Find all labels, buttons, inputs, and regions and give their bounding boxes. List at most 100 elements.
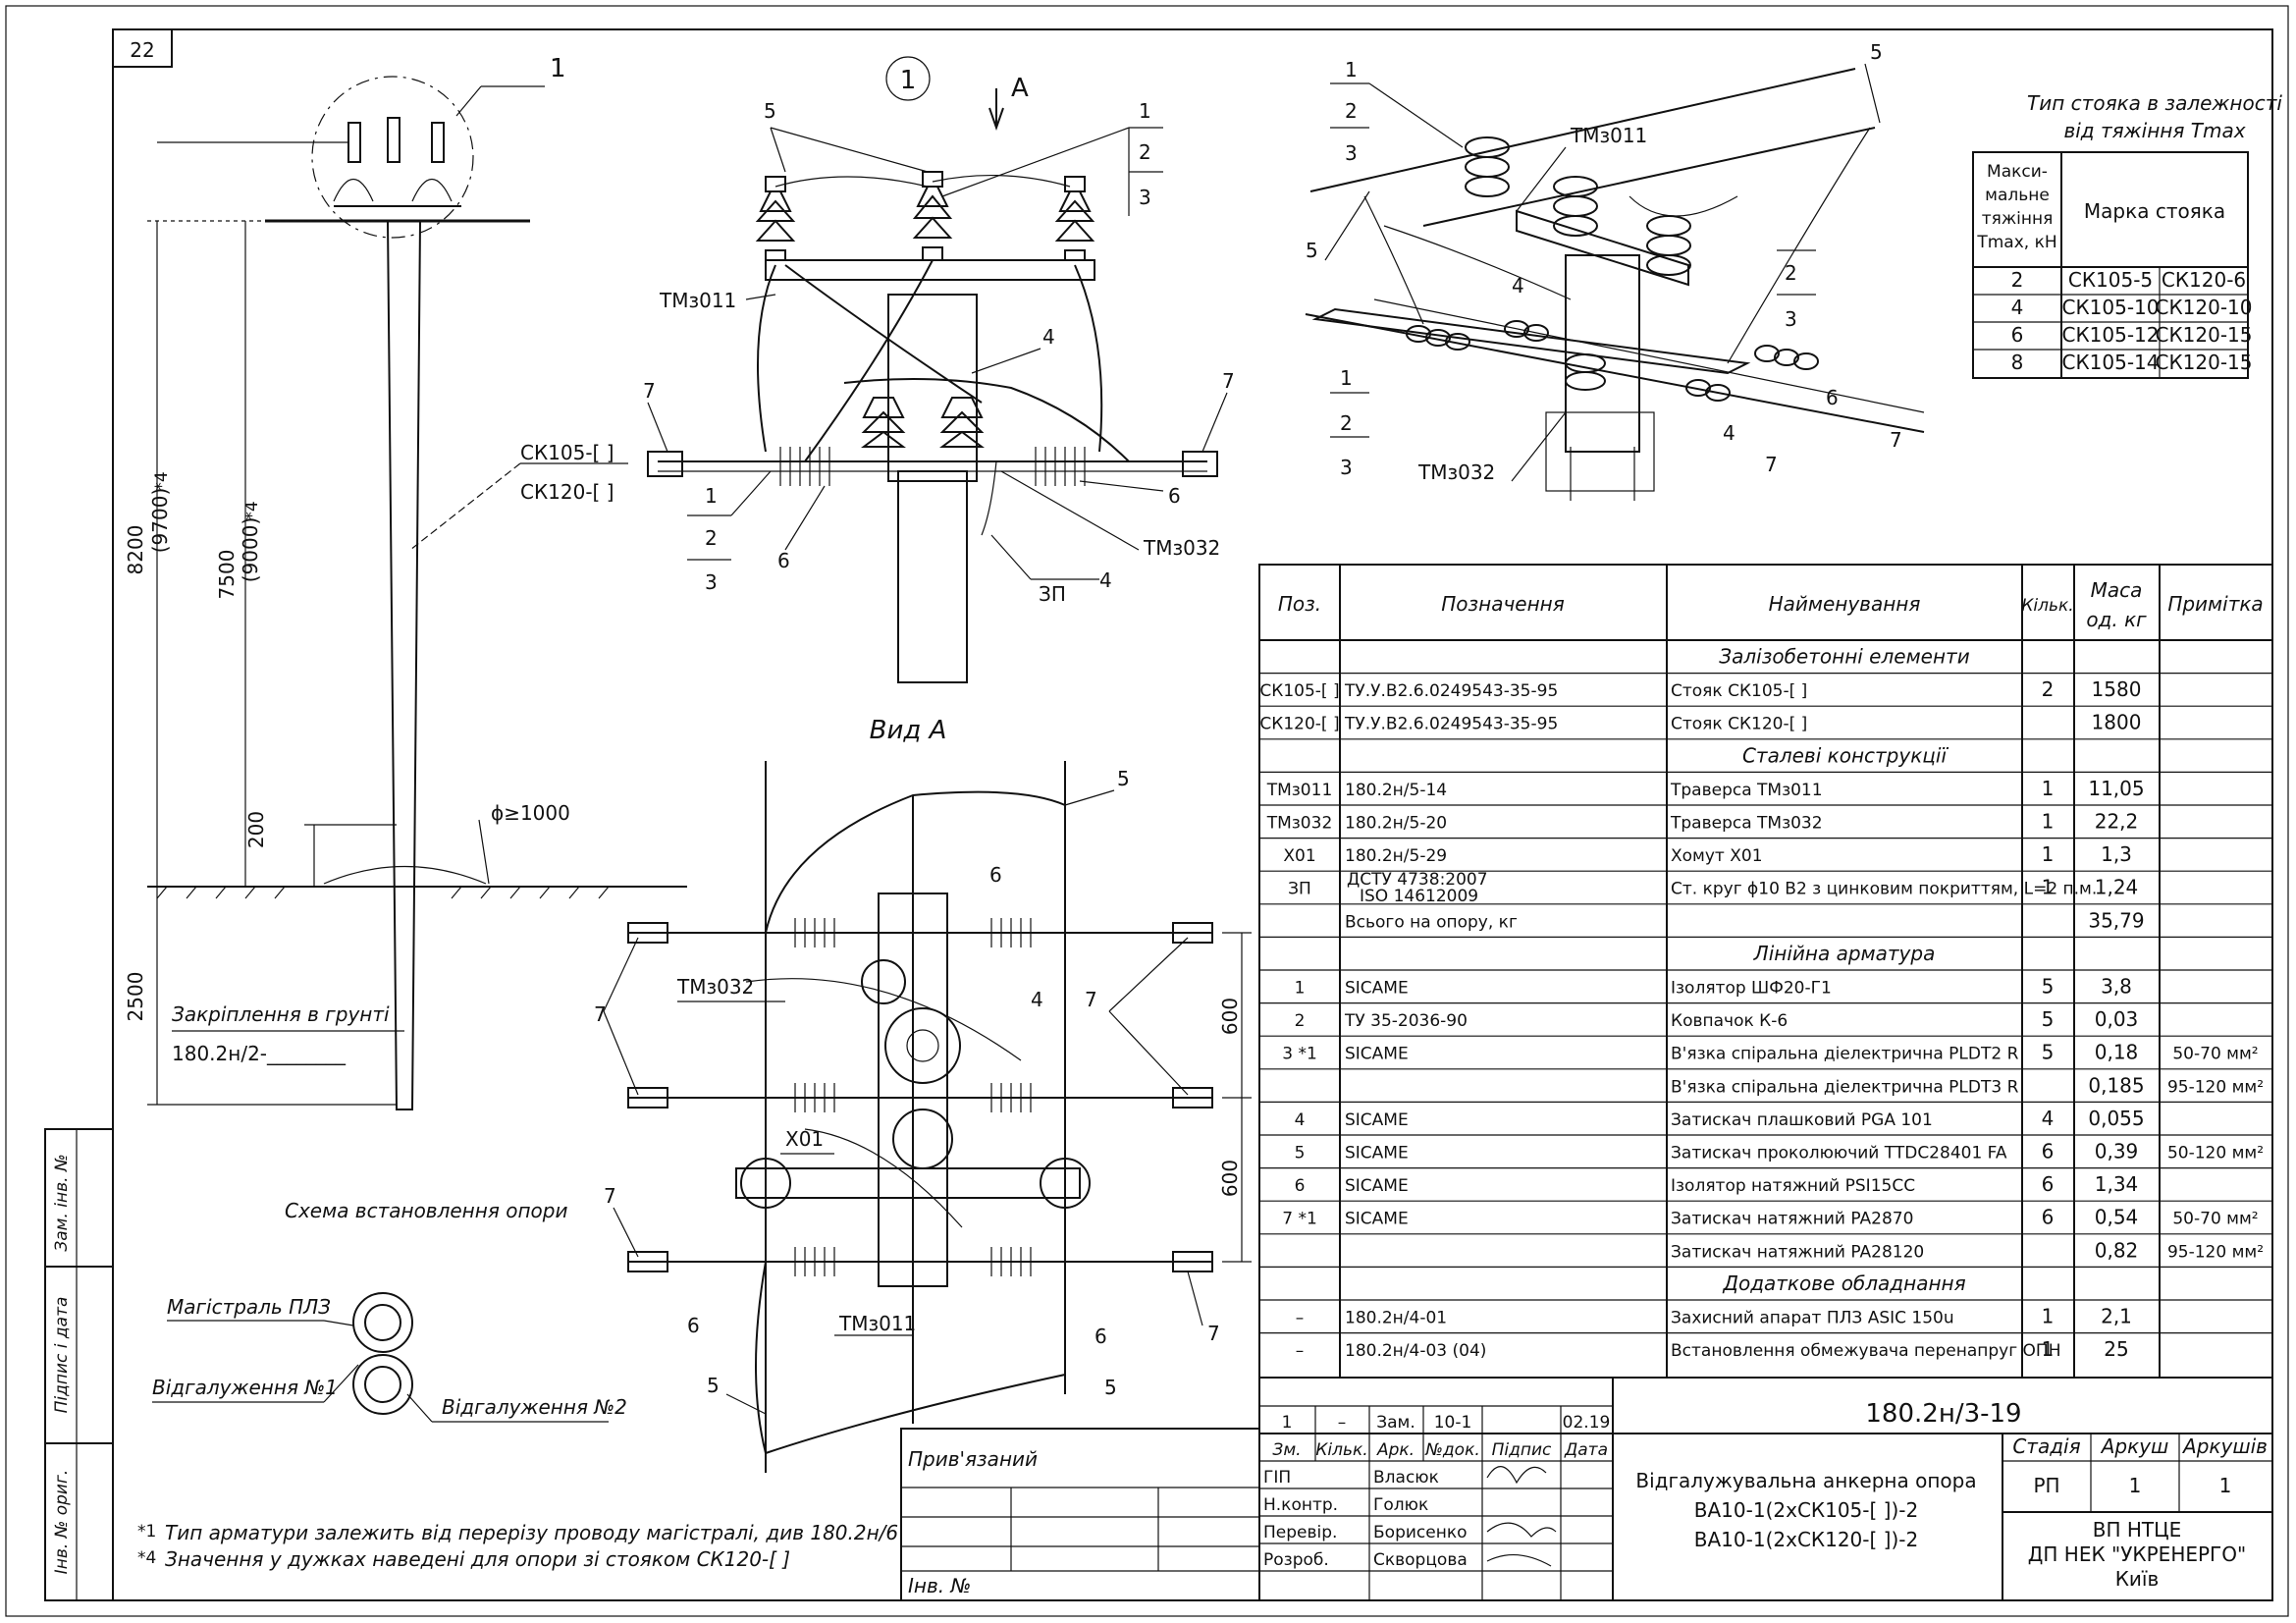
ground-fix-label: Закріплення в грунті <box>172 1002 390 1026</box>
tmz011-label: ТМз011 <box>659 289 736 312</box>
spec-row-name: Затискач проколюючий TTDC28401 FA <box>1671 1144 2007 1163</box>
org-3: Київ <box>2115 1567 2160 1591</box>
head-cell: Арк. <box>1376 1440 1415 1460</box>
role-cell: ГІП <box>1263 1468 1291 1488</box>
spec-row-qty: 5 <box>2042 1007 2055 1031</box>
spec-head-mass-2: од. кг <box>2086 608 2147 631</box>
elev-callout-1: 1 <box>550 54 566 83</box>
spec-row-qty: 6 <box>2042 1140 2055 1163</box>
d-num-5: 5 <box>764 99 776 123</box>
scheme-title: Схема встановлення опори <box>285 1199 567 1222</box>
d-num-4b: 4 <box>1099 568 1112 592</box>
role-cell: Розроб. <box>1263 1550 1329 1570</box>
iso-num-6: 6 <box>1826 386 1839 409</box>
spec-row-qty: 6 <box>2042 1206 2055 1229</box>
inv-label: Інв. № <box>908 1574 971 1597</box>
spec-row-des: SICAME <box>1345 979 1409 999</box>
spec-row-mass: 1,24 <box>2095 876 2139 899</box>
spec-head-mass-1: Маса <box>2091 578 2143 602</box>
spec-row-pos: 6 <box>1295 1176 1306 1196</box>
iso-num-5-left: 5 <box>1306 239 1318 262</box>
spec-section-title: Додаткове обладнання <box>1722 1271 1965 1295</box>
spec-section-title: Залізобетонні елементи <box>1719 645 1969 669</box>
d-num-6-right: 6 <box>1168 484 1181 508</box>
dim-600-bottom: 600 <box>1218 1160 1242 1197</box>
dim-200: 200 <box>244 811 268 848</box>
desc-1: Відгалужувальна анкерна опора <box>1635 1469 1976 1492</box>
va-num-6-left: 6 <box>687 1314 700 1337</box>
scheme-branch-2: Відгалуження №2 <box>442 1395 627 1419</box>
org-1: ВП НТЦЕ <box>2093 1518 2182 1542</box>
dim-2500: 2500 <box>124 972 147 1022</box>
footnote-1: Тип арматури залежить від перерізу прово… <box>165 1521 898 1544</box>
spec-row-pos: ЗП <box>1288 880 1311 899</box>
spec-row-name: Встановлення обмежувача перенапруг ОПН <box>1671 1341 2061 1361</box>
spec-row-des: SICAME <box>1345 1110 1409 1130</box>
tt-row-sk120: СК120-15 <box>2155 351 2252 374</box>
va-num-4: 4 <box>1031 988 1043 1011</box>
spec-row-mass: 0,185 <box>2088 1073 2144 1097</box>
spec-row-name: Ст. круг ϕ10 В2 з цинковим покриттям, L=… <box>1671 880 2097 899</box>
stage-head: Стадія <box>2012 1434 2080 1458</box>
view-a-title: Вид А <box>870 716 947 745</box>
stamp-inv-oryg: Інв. № ориг. <box>52 1470 72 1575</box>
iso-num-7-mid: 7 <box>1765 453 1778 476</box>
spec-row-name: Ковпачок К-6 <box>1671 1011 1788 1031</box>
d-num-1b: 1 <box>705 484 718 508</box>
spec-row-note: 50-70 мм² <box>2172 1210 2258 1229</box>
spec-row-name: Стояк СК120-[ ] <box>1671 715 1807 734</box>
spec-row-mass: 0,03 <box>2095 1007 2139 1031</box>
sheet-number: 22 <box>130 38 154 62</box>
spec-row-mass: 35,79 <box>2088 908 2144 932</box>
iso-num-2: 2 <box>1345 99 1358 123</box>
va-num-5-bottom: 5 <box>707 1374 720 1397</box>
spec-row-qty: 2 <box>2042 677 2055 701</box>
spec-row-des: Всього на опору, кг <box>1345 912 1518 932</box>
spec-row-qty: 1 <box>2042 1337 2055 1361</box>
tt-row-tmax: 8 <box>2011 351 2024 374</box>
head-cell: №док. <box>1424 1440 1480 1460</box>
spec-row-des: ТУ.У.В2.6.0249543-35-95 <box>1344 715 1558 734</box>
spec-row-name: Ізолятор натяжний PSI15CC <box>1671 1176 1915 1196</box>
sheet-head: Аркуш <box>2100 1434 2169 1458</box>
spec-row-des: SICAME <box>1345 1176 1409 1196</box>
spec-row-qty: 1 <box>2042 842 2055 866</box>
name-cell: Голюк <box>1373 1495 1428 1515</box>
spec-row-mass: 0,82 <box>2095 1238 2139 1262</box>
tt-head-2: мальне <box>1985 186 2050 205</box>
spec-row-qty: 1 <box>2042 876 2055 899</box>
spec-row-pos: 3 *1 <box>1282 1045 1317 1064</box>
tt-row-tmax: 4 <box>2011 296 2024 319</box>
spec-row-des: SICAME <box>1345 1045 1409 1064</box>
spec-row-des: 180.2н/5-20 <box>1345 814 1447 834</box>
spec-row-pos: Х01 <box>1283 846 1315 866</box>
spec-row-pos: ТМз032 <box>1266 814 1333 834</box>
spec-head-qty: Кільк. <box>2021 596 2073 616</box>
signature-marks <box>1486 1466 1557 1567</box>
rev-cell: 02.19 <box>1563 1413 1611 1433</box>
spec-row-des: 180.2н/4-03 (04) <box>1345 1341 1486 1361</box>
org-2: ДП НЕК "УКРЕНЕРГО" <box>2028 1542 2246 1566</box>
iso-num-1: 1 <box>1345 58 1358 81</box>
tt-row-sk120: СК120-6 <box>2162 268 2246 292</box>
type-table-title-1: Тип стояка в залежності <box>2027 91 2282 115</box>
spec-table: Поз. Позначення Найменування Кільк. Маса… <box>1258 564 2273 1379</box>
d-num-3b: 3 <box>705 570 718 594</box>
spec-row-pos: СК105-[ ] <box>1259 681 1339 701</box>
name-cell: Борисенко <box>1373 1523 1468 1542</box>
spec-row-pos: – <box>1296 1309 1305 1328</box>
diameter-label: ϕ≥1000 <box>491 801 570 825</box>
view-arrow-label: А <box>1011 74 1029 103</box>
tt-head-4: Тmax, кН <box>1976 233 2056 252</box>
scheme-main: Магістраль ПЛЗ <box>167 1295 331 1319</box>
spec-row-pos: 2 <box>1295 1011 1306 1031</box>
va-tmz032-label: ТМз032 <box>676 975 754 999</box>
spec-row-note: 50-70 мм² <box>2172 1045 2258 1064</box>
spec-row-pos: 1 <box>1295 979 1306 999</box>
spec-row-des: 180.2н/5-29 <box>1345 846 1447 866</box>
desc-2: ВА10-1(2хСК105-[ ])-2 <box>1694 1498 1918 1522</box>
spec-row-note: 50-120 мм² <box>2167 1144 2264 1163</box>
spec-row-mass: 22,2 <box>2095 810 2139 834</box>
spec-row-mass: 25 <box>2104 1337 2128 1361</box>
